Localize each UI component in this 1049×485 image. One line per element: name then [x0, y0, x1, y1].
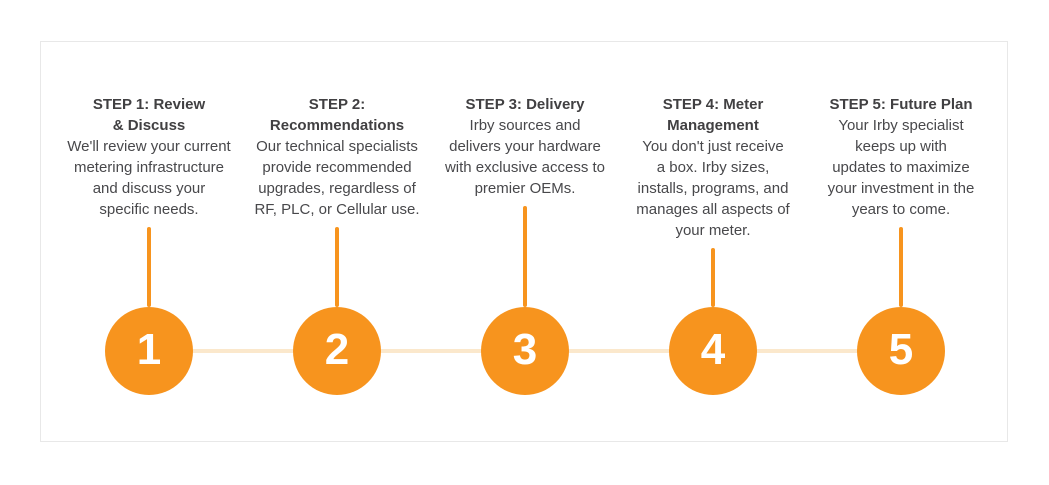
step-2-number: 2 [324, 324, 350, 374]
step-1-description: We'll review your current metering infra… [67, 138, 231, 218]
step-4-connector-line [711, 248, 715, 307]
step-3-number: 3 [512, 324, 538, 374]
step-3-description: Irby sources and delivers your hardware … [444, 117, 606, 197]
step-3-number-circle: 3 [481, 307, 569, 395]
step-5-connector-line [899, 227, 903, 307]
step-3-column: STEP 3: Delivery Irby sources and delive… [431, 94, 619, 395]
step-2-description: Our technical specialists provide recomm… [254, 138, 420, 218]
process-steps-card: STEP 1: Review & Discuss We'll review yo… [40, 41, 1008, 442]
step-2-column: STEP 2: Recommendations Our technical sp… [243, 94, 431, 395]
step-1-number-circle: 1 [105, 307, 193, 395]
step-1-column: STEP 1: Review & Discuss We'll review yo… [55, 94, 243, 395]
steps-row: STEP 1: Review & Discuss We'll review yo… [55, 94, 995, 395]
step-4-column: STEP 4: Meter Management You don't just … [619, 94, 807, 395]
step-5-number-circle: 5 [857, 307, 945, 395]
step-1-number: 1 [136, 324, 162, 374]
step-4-number: 4 [700, 324, 726, 374]
step-2-number-circle: 2 [293, 307, 381, 395]
step-5-number: 5 [888, 324, 914, 374]
step-3-title: STEP 3: Delivery [465, 96, 585, 113]
step-1-connector-line [147, 227, 151, 307]
step-5-column: STEP 5: Future Plan Your Irby specialist… [807, 94, 995, 395]
step-5-description: Your Irby specialist keeps up with updat… [827, 117, 975, 218]
step-3-connector-line [523, 206, 527, 307]
step-2-title: STEP 2: Recommendations [269, 96, 405, 134]
step-4-title: STEP 4: Meter Management [662, 96, 764, 134]
step-4-number-circle: 4 [669, 307, 757, 395]
step-5-title: STEP 5: Future Plan [829, 96, 973, 113]
step-1-title: STEP 1: Review & Discuss [92, 96, 206, 134]
step-2-connector-line [335, 227, 339, 307]
step-4-description: You don't just receive a box. Irby sizes… [636, 138, 790, 239]
